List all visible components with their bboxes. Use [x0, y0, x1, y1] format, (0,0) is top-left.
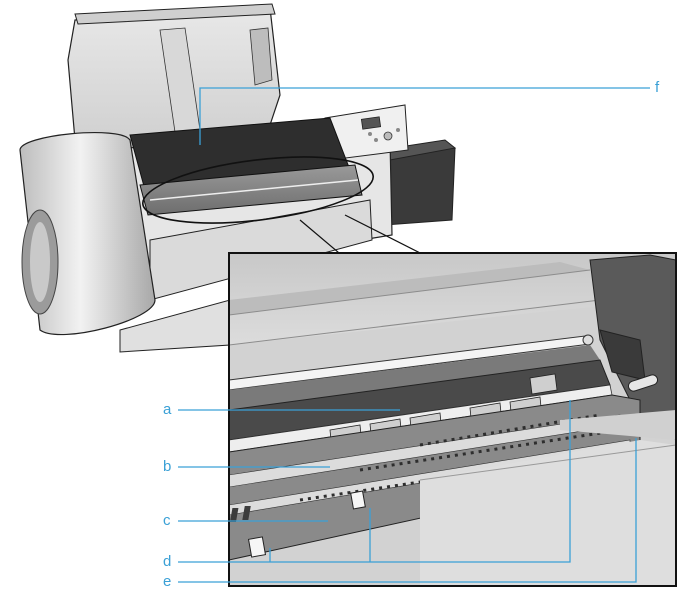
detail-frame — [228, 252, 677, 587]
zoom-ellipse — [142, 156, 374, 224]
callout-a: a — [163, 401, 172, 418]
callout-c: c — [163, 512, 171, 529]
detail-illustration — [229, 253, 676, 586]
leader-d-right — [178, 400, 571, 563]
printer-illustration — [19, 3, 457, 353]
callout-f: f — [655, 79, 660, 96]
leader-lines — [178, 87, 650, 583]
leader-e — [178, 438, 637, 583]
callout-e: e — [163, 573, 172, 590]
display-panel-icon — [360, 116, 382, 130]
callout-b: b — [163, 458, 172, 475]
leader-f — [199, 87, 650, 145]
callout-d: d — [163, 553, 172, 570]
